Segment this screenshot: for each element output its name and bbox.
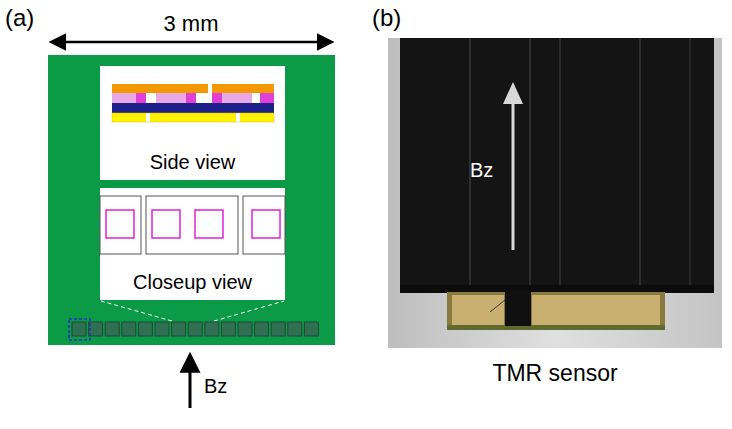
sensor-element (155, 322, 169, 336)
inset-caption: Closeup view (133, 271, 252, 294)
inset-caption: Side view (150, 151, 236, 174)
field-label: Bz (470, 160, 493, 180)
side-view-box: Side view (100, 66, 285, 180)
sensor-element (288, 322, 302, 336)
sensor-element (138, 322, 152, 336)
panel-label: (b) (372, 6, 401, 30)
dimension-label: 3 mm (164, 13, 219, 35)
sensor-element (238, 322, 252, 336)
sensor-element (122, 322, 136, 336)
sensor-element (304, 322, 318, 336)
sensor-array (72, 322, 318, 336)
highlight-box (69, 319, 90, 340)
closeup-view-box: Closeup view (100, 188, 285, 300)
sensor-cells (100, 196, 285, 254)
sensor-element (188, 322, 202, 336)
sensor-element (105, 322, 119, 336)
field-label: Bz (204, 376, 227, 396)
field-arrow (512, 102, 515, 250)
sensor-label: TMR sensor (492, 362, 617, 385)
closeup-leader (214, 301, 284, 321)
sensor-element (72, 322, 86, 336)
sensor-element (221, 322, 235, 336)
sensor-photo (388, 38, 722, 348)
chip-substrate (48, 55, 335, 345)
panel-label: (a) (5, 6, 34, 30)
sensor-element (255, 322, 269, 336)
layer-stack (112, 84, 274, 122)
field-arrow (189, 356, 192, 408)
closeup-leader (101, 301, 172, 321)
sensor-element (205, 322, 219, 336)
side-view-inset (100, 66, 285, 180)
closeup-view-inset (100, 188, 285, 300)
field-arrowhead (503, 82, 523, 104)
sensor-element (271, 322, 285, 336)
sensor-element (172, 322, 186, 336)
dimension-arrow (52, 41, 331, 44)
